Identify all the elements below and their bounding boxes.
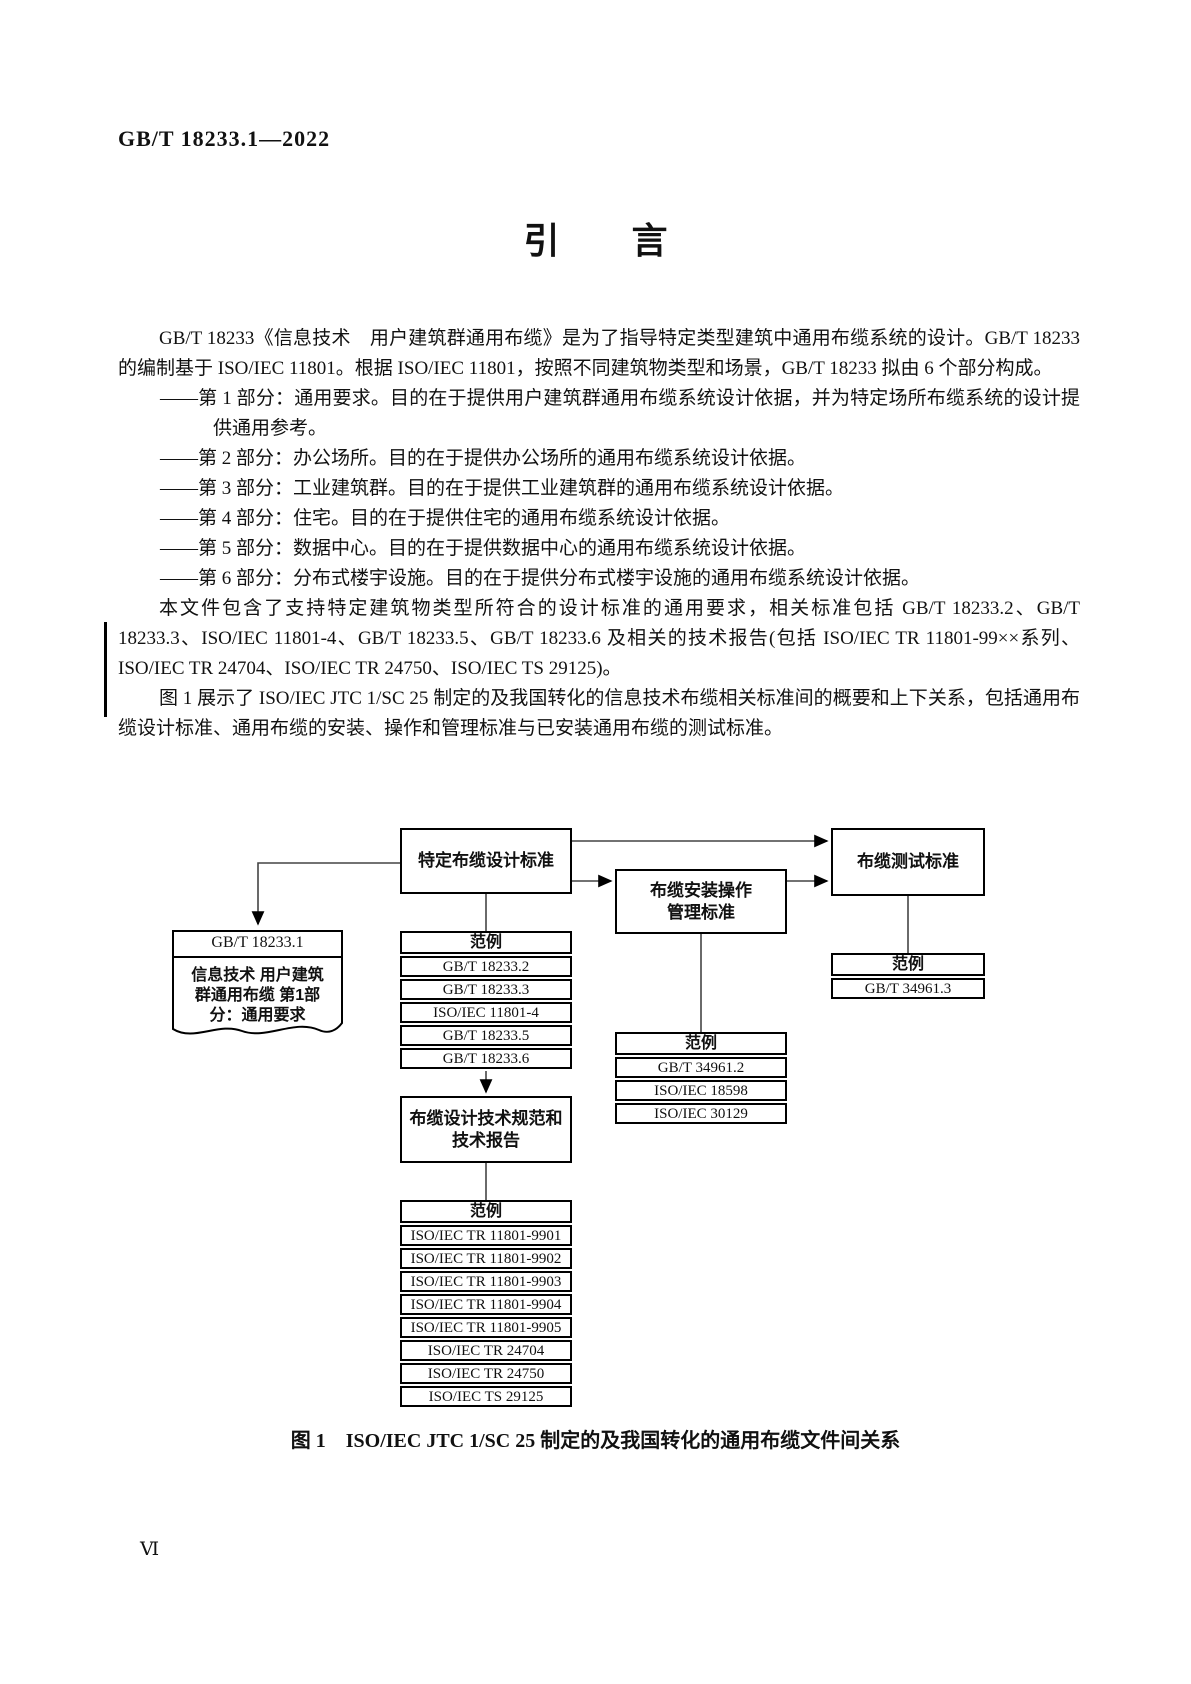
- table-row: ISO/IEC 30129: [615, 1103, 787, 1124]
- table-row: ISO/IEC TR 24704: [400, 1340, 572, 1361]
- paragraph-figure-intro: 图 1 展示了 ISO/IEC JTC 1/SC 25 制定的及我国转化的信息技…: [118, 688, 1080, 739]
- table-row: ISO/IEC 18598: [615, 1080, 787, 1101]
- diagram-connectors: [251, 834, 909, 1200]
- box-label: 布缆测试标准: [857, 852, 959, 871]
- box-label-line1: 布缆设计技术规范和: [409, 1108, 563, 1128]
- table-row: ISO/IEC TR 11801-9901: [400, 1225, 572, 1246]
- list-item-part1: ——第 1 部分：通用要求。目的在于提供用户建筑群通用布缆系统设计依据，并为特定…: [160, 388, 1080, 439]
- table-header: 范例: [831, 953, 985, 976]
- document-shape-header: GB/T 18233.1: [211, 934, 304, 951]
- table-row: GB/T 18233.3: [400, 979, 572, 1000]
- table-row: GB/T 18233.5: [400, 1025, 572, 1046]
- table-row: ISO/IEC TR 11801-9903: [400, 1271, 572, 1292]
- table-row: GB/T 18233.2: [400, 956, 572, 977]
- table-row: GB/T 34961.2: [615, 1057, 787, 1078]
- paragraph-intro: GB/T 18233《信息技术 用户建筑群通用布缆》是为了指导特定类型建筑中通用…: [118, 328, 1080, 379]
- list-item-part6: ——第 6 部分：分布式楼宇设施。目的在于提供分布式楼宇设施的通用布缆系统设计依…: [160, 568, 921, 589]
- revision-change-bar: [104, 622, 107, 717]
- table-row: ISO/IEC TR 11801-9902: [400, 1248, 572, 1269]
- list-item-part3: ——第 3 部分：工业建筑群。目的在于提供工业建筑群的通用布缆系统设计依据。: [160, 478, 845, 499]
- table-install-examples: 范例 GB/T 34961.2 ISO/IEC 18598 ISO/IEC 30…: [615, 1032, 787, 1126]
- table-row: ISO/IEC 11801-4: [400, 1002, 572, 1023]
- document-shape-title-line2: 群通用布缆 第1部: [194, 987, 321, 1004]
- box-cabling-test-standards: 布缆测试标准: [831, 828, 985, 896]
- list-item-part5: ——第 5 部分：数据中心。目的在于提供数据中心的通用布缆系统设计依据。: [160, 538, 807, 559]
- paragraph-scope: 本文件包含了支持特定建筑物类型所符合的设计标准的通用要求，相关标准包括 GB/T…: [118, 598, 1080, 679]
- document-number: GB/T 18233.1—2022: [118, 126, 331, 151]
- document-shape-outline: [172, 930, 343, 1035]
- body-text: GB/T 18233《信息技术 用户建筑群通用布缆》是为了指导特定类型建筑中通用…: [118, 324, 1080, 744]
- table-row: ISO/IEC TR 11801-9905: [400, 1317, 572, 1338]
- list-item-part2: ——第 2 部分：办公场所。目的在于提供办公场所的通用布缆系统设计依据。: [160, 448, 807, 469]
- table-row: ISO/IEC TR 24750: [400, 1363, 572, 1384]
- document-shape-title: 信息技术 用户建筑 群通用布缆 第1部 分：通用要求: [172, 966, 343, 1026]
- document-shape-title-line1: 信息技术 用户建筑: [191, 967, 324, 984]
- table-row: ISO/IEC TS 29125: [400, 1386, 572, 1407]
- box-label-line2: 管理标准: [667, 902, 735, 922]
- table-design-examples: 范例 GB/T 18233.2 GB/T 18233.3 ISO/IEC 118…: [400, 931, 572, 1071]
- table-row: GB/T 18233.6: [400, 1048, 572, 1069]
- table-header: 范例: [400, 1200, 572, 1223]
- page-title: 引 言: [523, 221, 668, 261]
- list-item-part4: ——第 4 部分：住宅。目的在于提供住宅的通用布缆系统设计依据。: [160, 508, 731, 529]
- document-shape-title-line3: 分：通用要求: [209, 1007, 306, 1024]
- box-label-line1: 布缆安装操作: [650, 880, 752, 900]
- box-label-line2: 技术报告: [452, 1130, 520, 1150]
- table-header: 范例: [400, 931, 572, 954]
- table-row: GB/T 34961.3: [831, 978, 985, 999]
- page-number: Ⅵ: [140, 1539, 160, 1560]
- box-install-operate-manage-standards: 布缆安装操作 管理标准: [615, 869, 787, 934]
- table-tr-examples: 范例 ISO/IEC TR 11801-9901 ISO/IEC TR 1180…: [400, 1200, 572, 1409]
- figure-caption: 图 1 ISO/IEC JTC 1/SC 25 制定的及我国转化的通用布缆文件间…: [290, 1430, 901, 1452]
- box-label: 特定布缆设计标准: [418, 851, 554, 870]
- box-specific-cabling-design-standards: 特定布缆设计标准: [400, 828, 572, 894]
- document-shape-gbt18233-1: GB/T 18233.1 信息技术 用户建筑 群通用布缆 第1部 分：通用要求: [172, 930, 343, 1048]
- table-row: ISO/IEC TR 11801-9904: [400, 1294, 572, 1315]
- box-cabling-design-tech-spec-reports: 布缆设计技术规范和 技术报告: [400, 1096, 572, 1163]
- table-test-examples: 范例 GB/T 34961.3: [831, 953, 985, 1001]
- table-header: 范例: [615, 1032, 787, 1055]
